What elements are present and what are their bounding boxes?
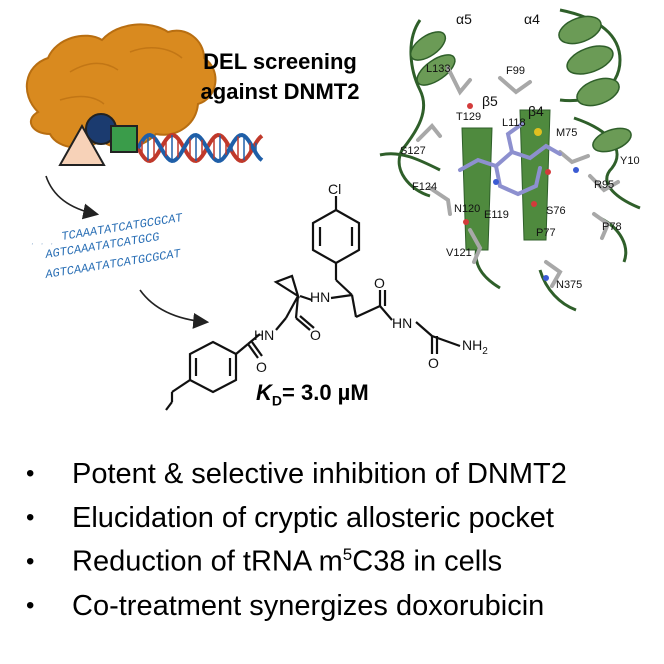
residue-s127: S127 bbox=[400, 145, 426, 157]
atom-o-4: O bbox=[428, 355, 439, 371]
atom-o-3: O bbox=[256, 359, 267, 375]
dna-helix-illustration bbox=[136, 132, 264, 164]
kd-subscript: D bbox=[271, 392, 283, 409]
residue-n375: N375 bbox=[556, 279, 582, 291]
label-strand-b5: β5 bbox=[482, 93, 498, 109]
kd-value: KD= 3.0 µM bbox=[256, 380, 369, 408]
residue-p77: P77 bbox=[536, 227, 556, 239]
triangle-shape-icon bbox=[58, 123, 106, 166]
label-helix-a4: α4 bbox=[524, 11, 540, 27]
residue-p78: P78 bbox=[602, 221, 622, 233]
title-line-2: against DNMT2 bbox=[200, 79, 360, 104]
finding-item: •Co-treatment synergizes doxorubicin bbox=[26, 589, 545, 622]
atom-cl: Cl bbox=[328, 181, 341, 197]
residue-s76: S76 bbox=[546, 205, 566, 217]
atom-nh2: NH2 bbox=[462, 337, 488, 357]
kd-number: = 3.0 µM bbox=[282, 380, 369, 405]
residue-l133: L133 bbox=[426, 63, 450, 75]
protein-labels: α5 α4 β5 β4 L133 F99 T129 L118 M75 S127 … bbox=[400, 11, 640, 291]
atom-o-2: O bbox=[310, 327, 321, 343]
label-strand-b4: β4 bbox=[528, 103, 544, 119]
kd-symbol: K bbox=[256, 380, 272, 405]
finding-item: •Potent & selective inhibition of DNMT2 bbox=[26, 457, 567, 490]
square-shape-icon bbox=[110, 125, 138, 153]
dna-barcode-faded: · · · bbox=[30, 240, 54, 249]
finding-text: Elucidation of cryptic allosteric pocket bbox=[72, 501, 554, 534]
finding-text: Potent & selective inhibition of DNMT2 bbox=[72, 457, 567, 490]
label-helix-a5: α5 bbox=[456, 11, 472, 27]
residue-n120: N120 bbox=[454, 203, 480, 215]
atom-o-1: O bbox=[374, 275, 385, 291]
del-screening-title: DEL screening against DNMT2 bbox=[190, 47, 370, 107]
ligand-atom-labels: Cl HN O HN O HN O O NH2 bbox=[254, 181, 488, 375]
atom-hn-right: HN bbox=[392, 315, 412, 331]
findings-list: •Potent & selective inhibition of DNMT2 … bbox=[26, 452, 656, 628]
residue-m75: M75 bbox=[556, 127, 577, 139]
dna-barcode-text: TCAAATATCATGCGCAT AGTCAAATATCATGCG AGTCA… bbox=[30, 211, 184, 282]
protein-structure-panel bbox=[379, 2, 663, 312]
residue-e119: E119 bbox=[484, 209, 509, 221]
title-line-1: DEL screening bbox=[203, 49, 357, 74]
arrow-to-barcode bbox=[45, 175, 100, 220]
atom-hn-left: HN bbox=[254, 327, 274, 343]
arrow-to-molecule bbox=[139, 289, 210, 329]
atom-hn-top: HN bbox=[310, 289, 330, 305]
residue-y10: Y10 bbox=[620, 155, 640, 167]
finding-text: Co-treatment synergizes doxorubicin bbox=[72, 589, 545, 622]
residue-r95: R95 bbox=[594, 179, 614, 191]
residue-f124: F124 bbox=[412, 181, 437, 193]
residue-f99: F99 bbox=[506, 65, 525, 77]
residue-v121: V121 bbox=[446, 247, 472, 259]
finding-text: Reduction of tRNA m5C38 in cells bbox=[72, 545, 503, 578]
residue-t129: T129 bbox=[456, 111, 481, 123]
ligand-structure bbox=[165, 196, 461, 411]
finding-item: •Elucidation of cryptic allosteric pocke… bbox=[26, 501, 554, 534]
finding-item: •Reduction of tRNA m5C38 in cells bbox=[26, 545, 503, 578]
residue-l118: L118 bbox=[502, 117, 526, 129]
